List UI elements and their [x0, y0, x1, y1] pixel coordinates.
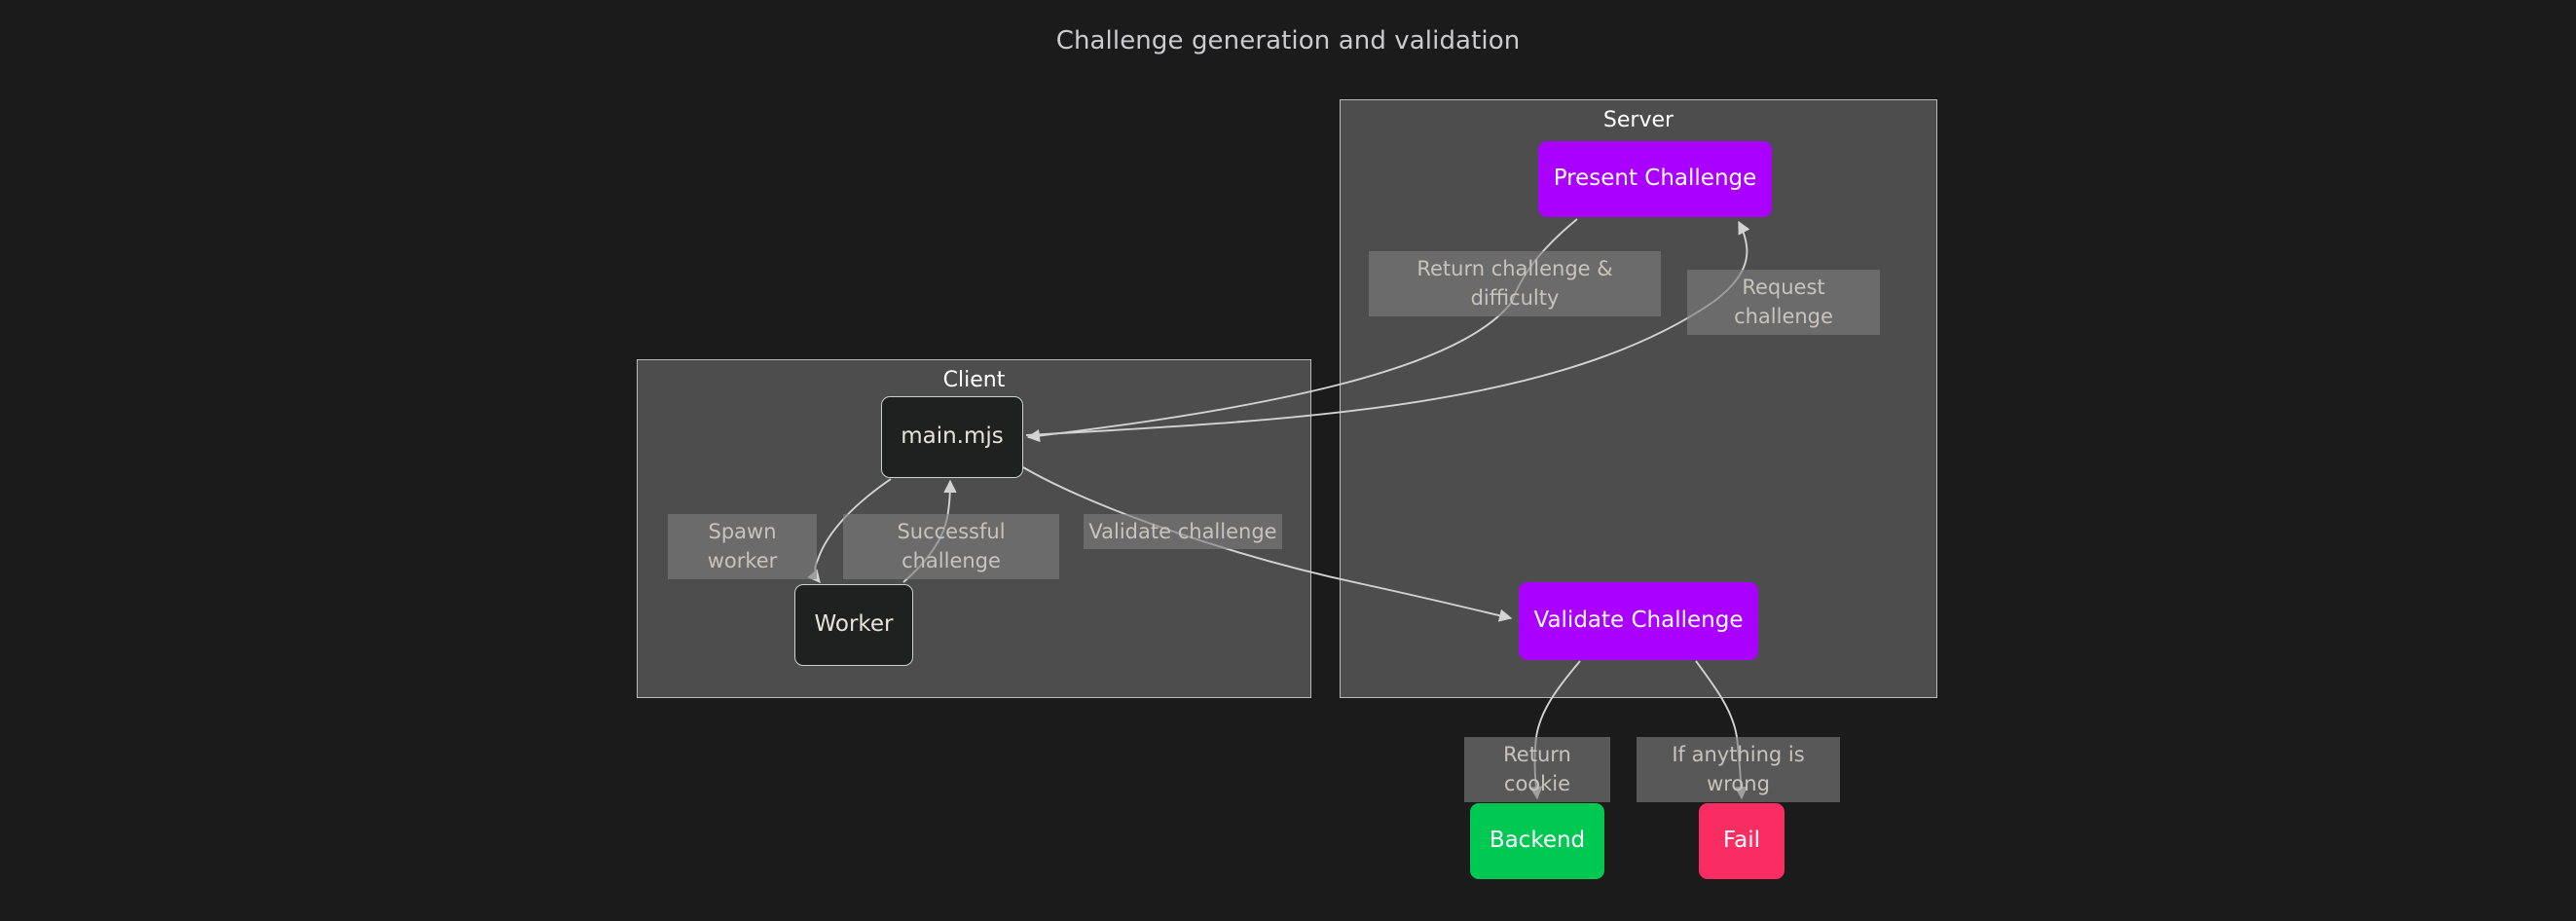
- node-backend-label: Backend: [1489, 828, 1586, 854]
- node-fail-label: Fail: [1723, 828, 1760, 854]
- node-main-mjs-label: main.mjs: [901, 424, 1004, 450]
- node-backend[interactable]: Backend: [1470, 803, 1604, 879]
- cluster-client-label: Client: [942, 368, 1006, 392]
- cluster-server-label: Server: [1602, 108, 1674, 132]
- edge-label-successful-challenge: Successful challenge: [843, 514, 1059, 579]
- node-fail[interactable]: Fail: [1699, 803, 1785, 879]
- node-validate-challenge-label: Validate Challenge: [1533, 608, 1744, 634]
- edge-label-request-challenge: Request challenge: [1687, 270, 1880, 335]
- node-worker[interactable]: Worker: [794, 584, 913, 666]
- node-main-mjs[interactable]: main.mjs: [881, 396, 1023, 478]
- edge-label-if-anything-is-wrong: If anything is wrong: [1637, 737, 1840, 802]
- edge-label-validate-challenge: Validate challenge: [1084, 514, 1282, 550]
- edge-label-spawn-worker: Spawn worker: [668, 514, 817, 579]
- node-present-challenge-label: Present Challenge: [1553, 166, 1757, 192]
- edge-label-return-challenge: Return challenge & difficulty: [1369, 251, 1661, 316]
- page-title: Challenge generation and validation: [1055, 26, 1521, 55]
- edge-label-return-cookie: Return cookie: [1464, 737, 1610, 802]
- node-present-challenge[interactable]: Present Challenge: [1538, 141, 1772, 217]
- node-worker-label: Worker: [814, 611, 894, 638]
- node-validate-challenge[interactable]: Validate Challenge: [1519, 582, 1758, 660]
